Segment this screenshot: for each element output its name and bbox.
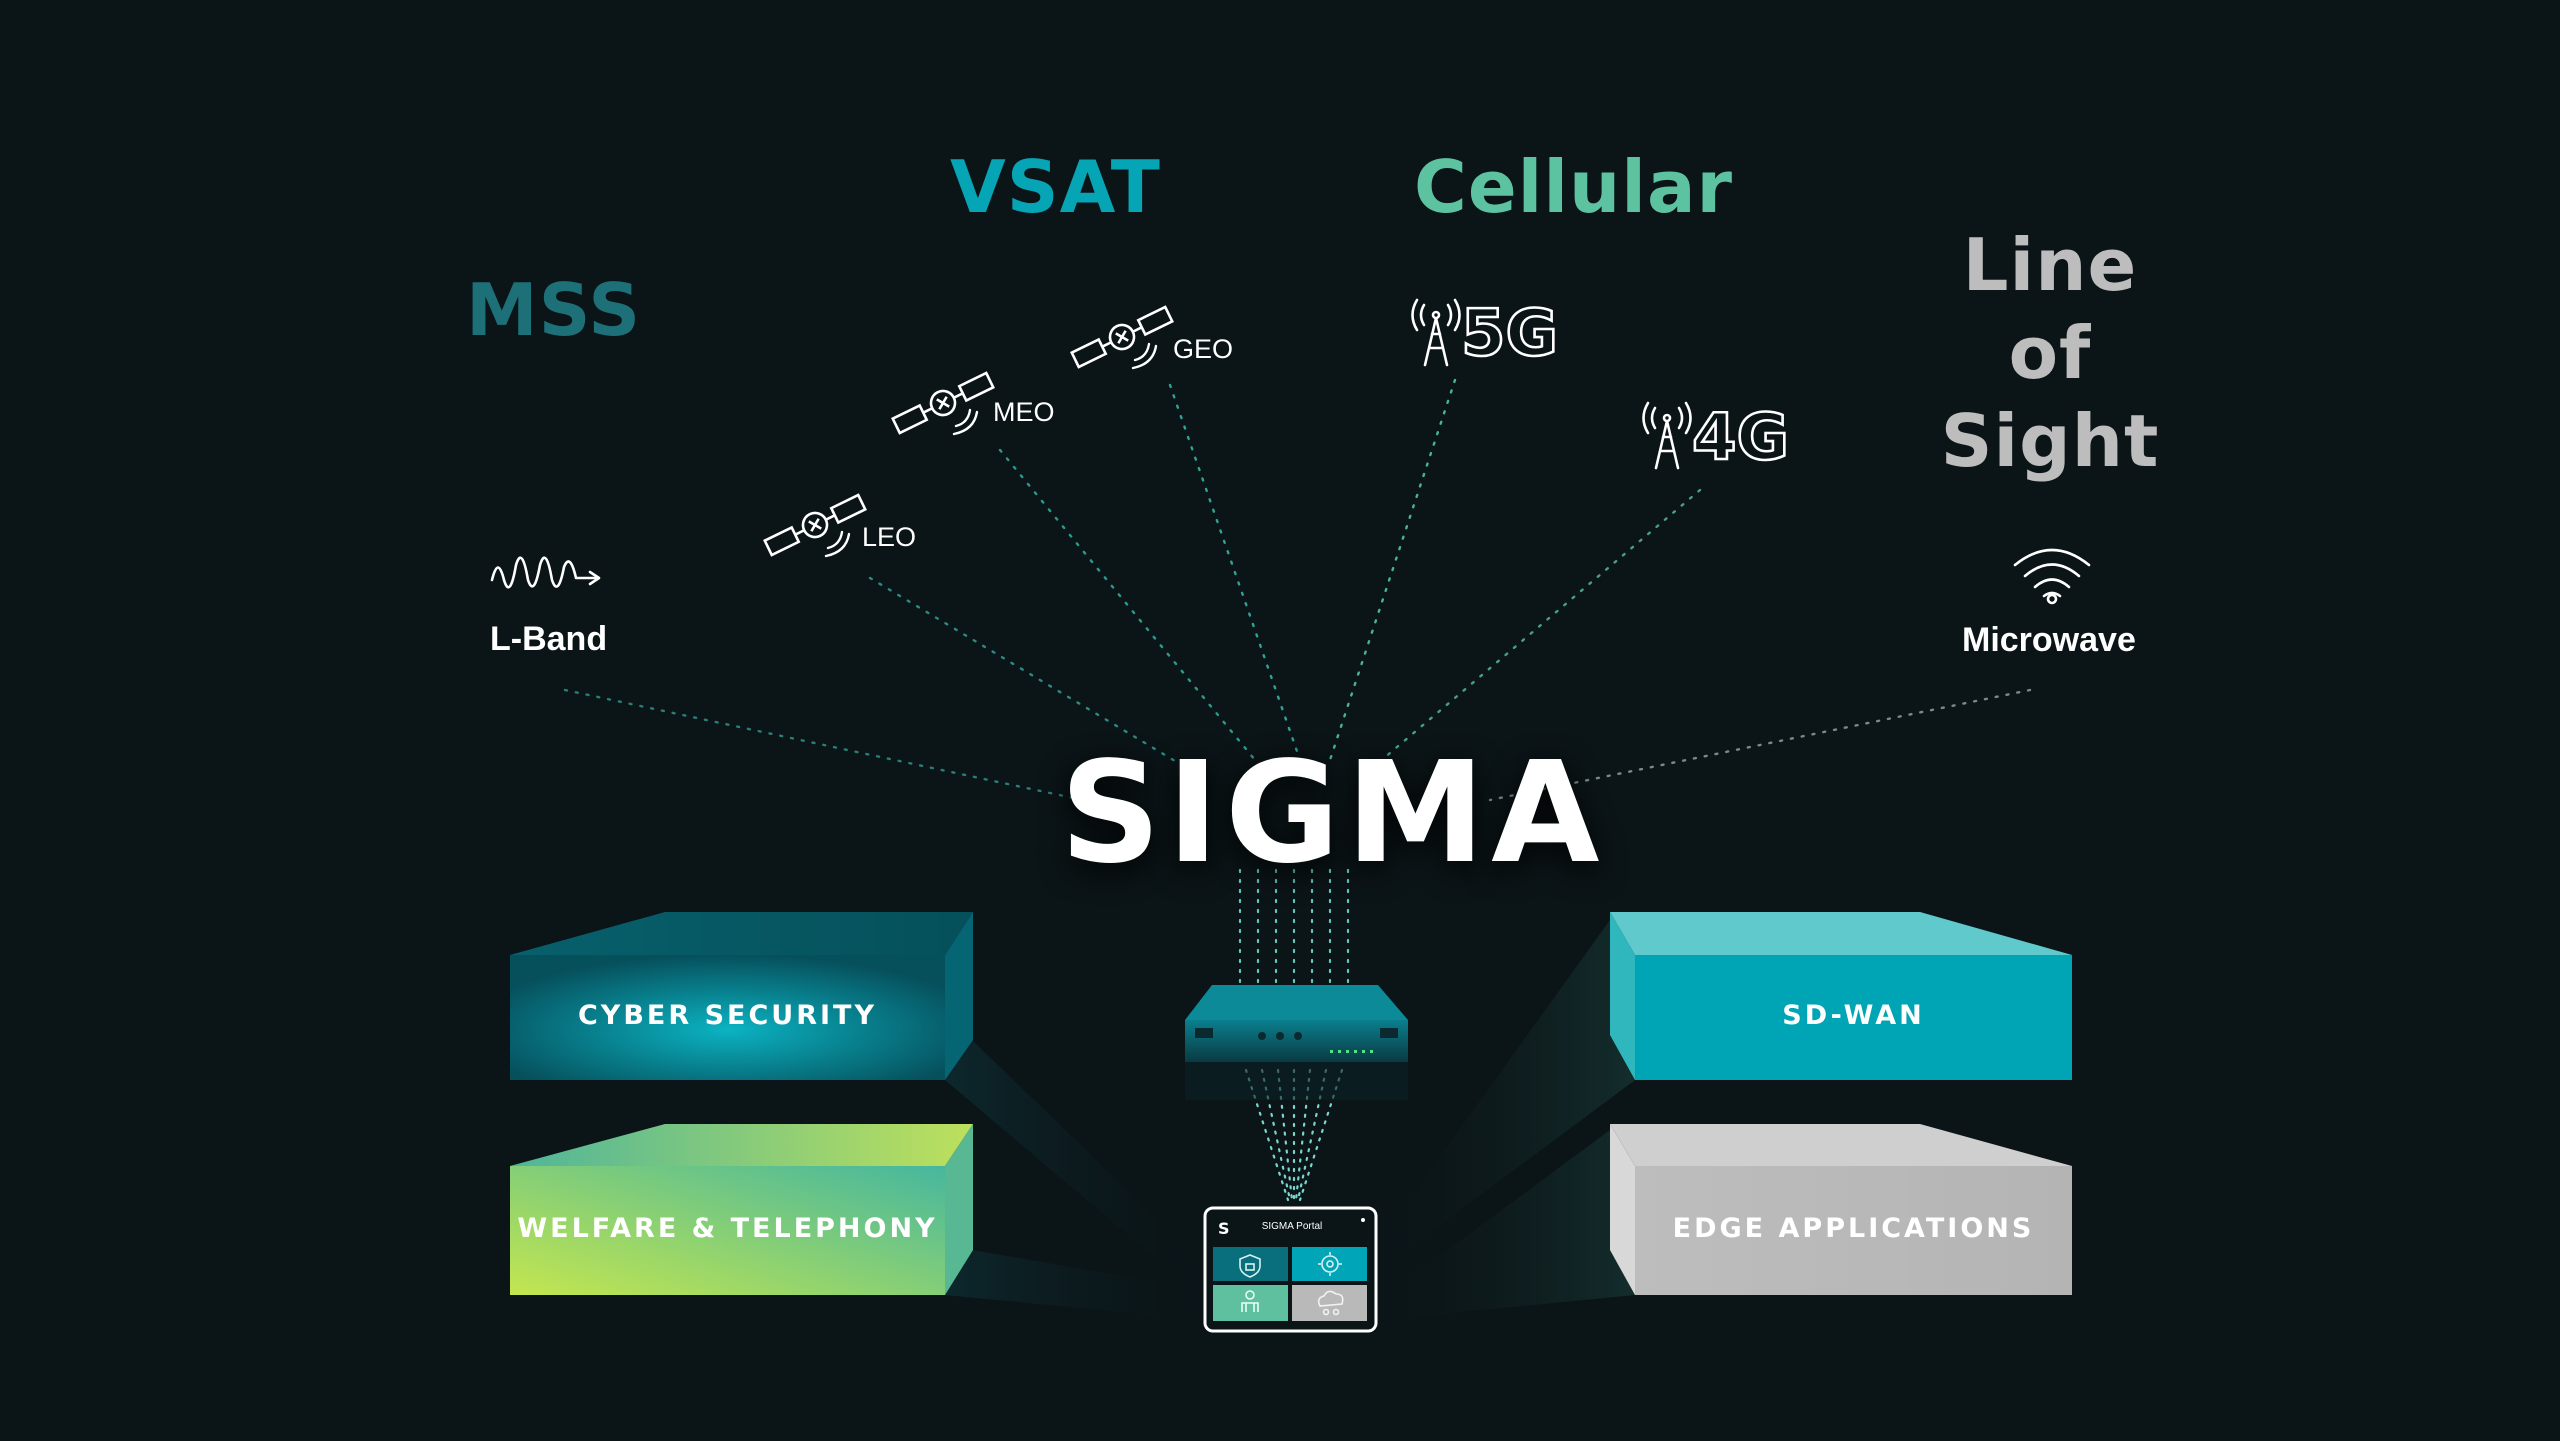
person-icon bbox=[1241, 1290, 1259, 1312]
sd-wan-box bbox=[1610, 912, 2072, 1080]
label-leo: LEO bbox=[862, 522, 917, 552]
svg-text:S: S bbox=[1218, 1219, 1230, 1238]
category-vsat: VSAT bbox=[950, 145, 1161, 229]
cyber-security-label: CYBER SECURITY bbox=[577, 1000, 877, 1031]
los-line-2: Sight bbox=[1940, 398, 2160, 483]
cloud-icon bbox=[1317, 1290, 1344, 1316]
portal-title: SIGMA Portal bbox=[1261, 1221, 1323, 1232]
label-geo: GEO bbox=[1173, 334, 1234, 364]
satellite-icon-leo bbox=[763, 493, 867, 557]
sd-wan-label: SD-WAN bbox=[1782, 1000, 1925, 1031]
welfare-telephony-box bbox=[510, 1124, 973, 1295]
label-microwave: Microwave bbox=[1962, 621, 2136, 659]
gear-icon bbox=[1318, 1252, 1342, 1276]
label-4g: 4G bbox=[1691, 401, 1791, 475]
beam-welfare bbox=[945, 1250, 1205, 1320]
signal-arcs-meo bbox=[952, 408, 979, 436]
label-meo: MEO bbox=[993, 397, 1055, 427]
router-device-icon bbox=[1185, 985, 1408, 1100]
lband-wave-icon bbox=[490, 556, 601, 589]
beam-sdwan bbox=[1380, 920, 1635, 1270]
category-mss: MSS bbox=[466, 268, 642, 352]
cyber-security-box bbox=[510, 912, 973, 1080]
category-line-of-sight: Line of Sight bbox=[1935, 222, 2165, 485]
label-lband: L-Band bbox=[490, 620, 608, 658]
beam-cyber bbox=[945, 1040, 1205, 1300]
shield-icon bbox=[1239, 1254, 1261, 1278]
label-5g: 5G bbox=[1460, 297, 1560, 371]
satellite-icon-meo bbox=[891, 371, 995, 435]
sigma-title: SIGMA bbox=[1060, 732, 1606, 895]
cell-tower-icon-5g bbox=[1411, 298, 1461, 367]
edge-applications-box bbox=[1610, 1124, 2072, 1295]
signal-arcs-leo bbox=[824, 530, 851, 558]
satellite-icon-geo bbox=[1070, 305, 1174, 369]
signal-arcs-geo bbox=[1131, 342, 1158, 370]
beam-edge bbox=[1380, 1130, 1635, 1320]
los-line-1: Line of bbox=[1962, 223, 2138, 395]
wifi-icon bbox=[2013, 548, 2091, 605]
welfare-telephony-label: WELFARE & TELEPHONY bbox=[517, 1213, 938, 1244]
cell-tower-icon-4g bbox=[1642, 401, 1692, 470]
edge-applications-label: EDGE APPLICATIONS bbox=[1672, 1213, 2035, 1244]
category-cellular: Cellular bbox=[1414, 145, 1734, 229]
